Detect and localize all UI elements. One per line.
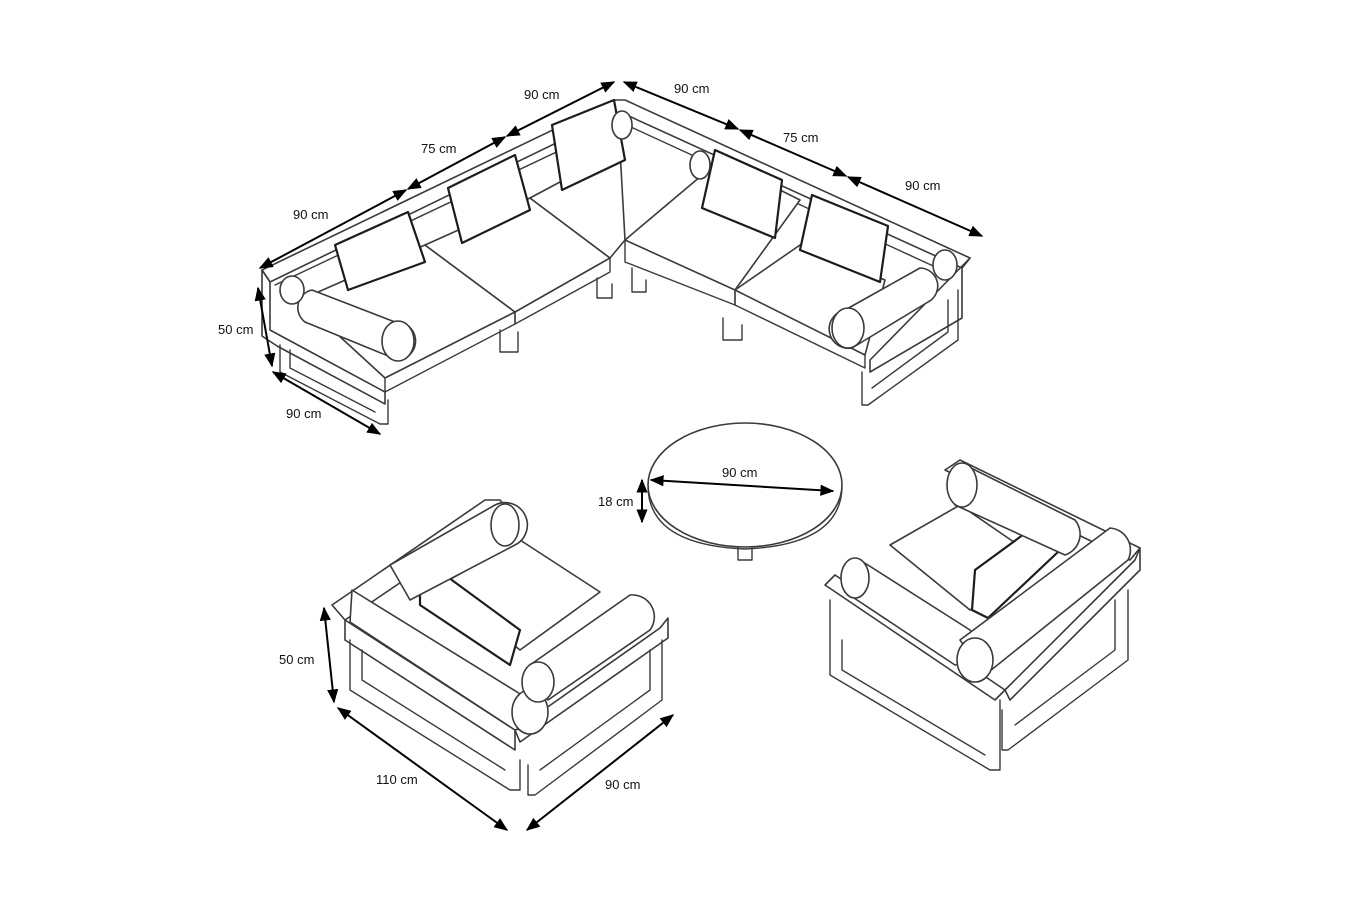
dim-line-table-diameter bbox=[649, 475, 835, 496]
armchair-bolster-back bbox=[389, 501, 529, 601]
dim-line-sofa-right-corner bbox=[622, 81, 740, 130]
sofa-leg bbox=[722, 317, 743, 341]
armchair-side-leg-frame bbox=[1001, 589, 1129, 751]
label-sofa-left-middle: 75 cm bbox=[421, 141, 456, 156]
sofa-leg bbox=[499, 329, 519, 353]
dim-line-armchair-height bbox=[319, 606, 339, 704]
label-armchair-width: 110 cm bbox=[376, 772, 418, 787]
armchair-right-arm bbox=[514, 617, 669, 743]
armchair-right bbox=[824, 459, 1141, 771]
armchair-bolster-back bbox=[946, 462, 1081, 556]
label-sofa-left-module: 90 cm bbox=[293, 207, 328, 222]
sofa-seat-right-end-front bbox=[734, 289, 866, 369]
table-leg bbox=[737, 547, 753, 561]
label-sofa-right-corner: 90 cm bbox=[674, 81, 709, 96]
sofa-right-leg-frame bbox=[861, 289, 959, 406]
armchair-front-leg-inner bbox=[841, 639, 986, 756]
label-armchair-height: 50 cm bbox=[279, 652, 314, 667]
armchair-bolster-side bbox=[956, 527, 1132, 683]
dim-line-sofa-left-middle bbox=[406, 136, 507, 190]
label-sofa-depth: 90 cm bbox=[286, 406, 321, 421]
sectional-sofa bbox=[261, 98, 971, 425]
dim-line-sofa-left-corner bbox=[505, 81, 616, 137]
label-sofa-height: 50 cm bbox=[218, 322, 253, 337]
label-sofa-left-corner: 90 cm bbox=[524, 87, 559, 102]
label-table-diameter: 90 cm bbox=[722, 465, 757, 480]
label-table-height: 18 cm bbox=[598, 494, 633, 509]
sofa-leg bbox=[596, 277, 613, 299]
armchair-side-arm bbox=[1004, 547, 1141, 701]
armchair-front-leg-frame bbox=[829, 599, 1001, 771]
armchair-side-leg-inner bbox=[1014, 599, 1116, 726]
dim-line-sofa-left-module bbox=[258, 189, 408, 269]
label-sofa-right-module: 90 cm bbox=[905, 178, 940, 193]
sofa-side-bolster bbox=[279, 110, 958, 305]
armchair-left-leg-frame bbox=[349, 639, 521, 791]
coffee-table bbox=[647, 422, 843, 561]
sofa-seat-left-middle-front bbox=[514, 257, 611, 325]
dim-line-armchair-depth bbox=[525, 714, 675, 831]
dim-line-sofa-right-middle bbox=[738, 129, 848, 177]
table-edge bbox=[647, 487, 843, 550]
dimension-labels: 90 cm 75 cm 90 cm 90 cm 75 cm 90 cm 50 c… bbox=[218, 81, 940, 792]
armchair-bolster-right bbox=[521, 594, 656, 703]
dimension-lines bbox=[254, 81, 984, 831]
sofa-right-arm bbox=[869, 257, 971, 373]
dim-line-sofa-right-module bbox=[846, 176, 984, 237]
label-armchair-depth: 90 cm bbox=[605, 777, 640, 792]
label-sofa-right-middle: 75 cm bbox=[783, 130, 818, 145]
armchair-left bbox=[331, 499, 669, 796]
sofa-bolster-right bbox=[828, 267, 939, 350]
dim-line-sofa-depth bbox=[271, 371, 382, 435]
sofa-right-leg-inner bbox=[871, 299, 949, 389]
dim-line-sofa-height bbox=[254, 286, 276, 368]
sofa-leg bbox=[631, 267, 647, 293]
dim-line-armchair-width bbox=[336, 707, 509, 831]
